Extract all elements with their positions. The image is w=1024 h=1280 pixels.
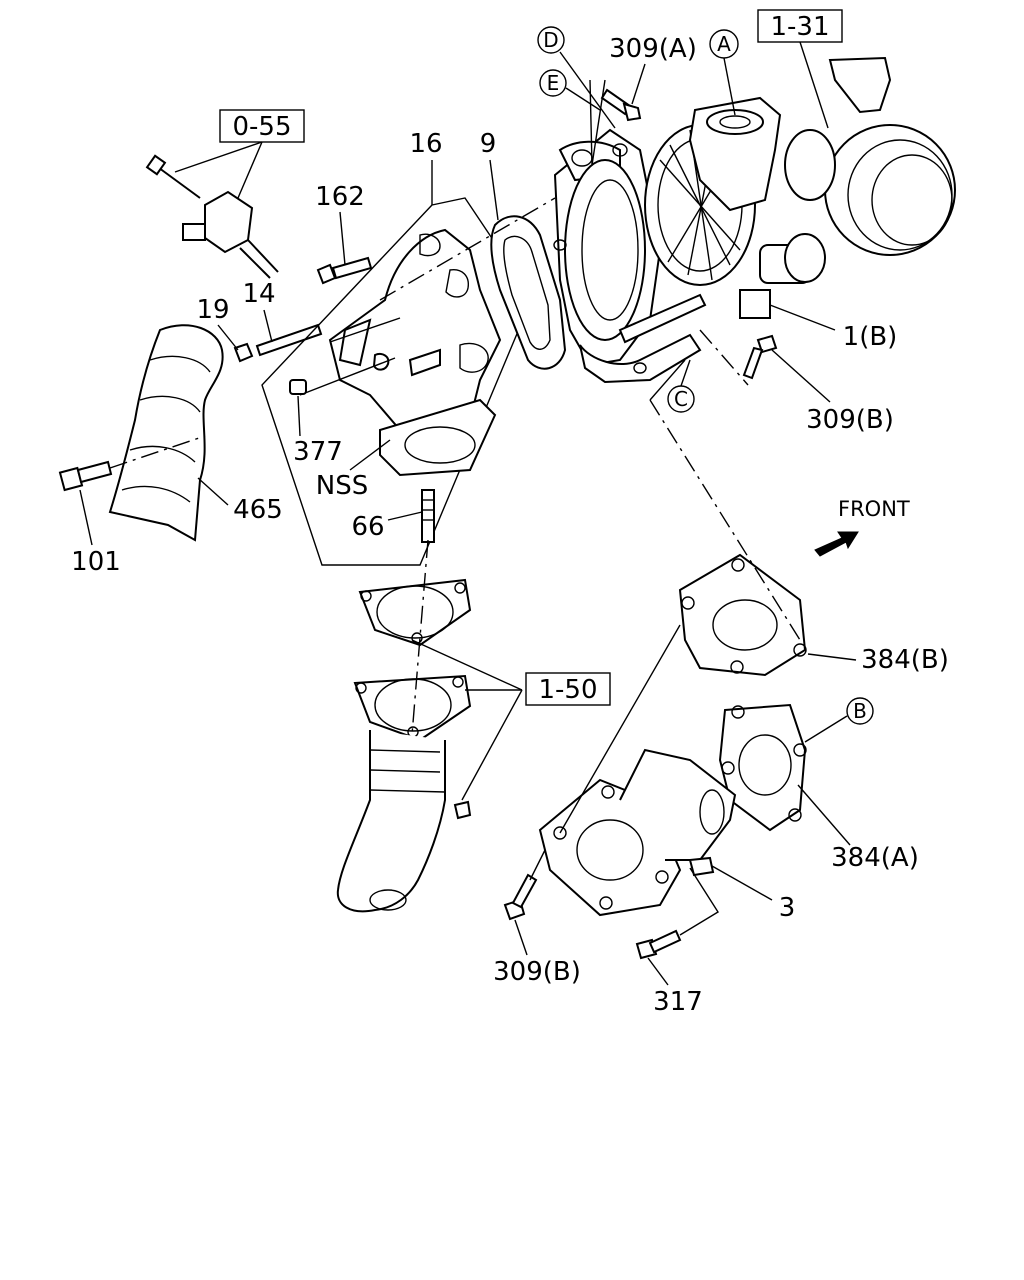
- axis-bolt-309b-top: [699, 329, 749, 386]
- marker-b-label: B: [853, 699, 867, 723]
- marker-d[interactable]: D: [537, 26, 616, 129]
- outlet-housing-part: [261, 197, 533, 566]
- downpipe-part: [336, 674, 472, 913]
- ref-box-1-50[interactable]: 1-50: [525, 672, 611, 706]
- part-label-101[interactable]: 101: [71, 547, 121, 577]
- stud-66-part: [421, 489, 435, 543]
- bolt-309a-part: [600, 88, 642, 122]
- leader-14-to-housing: [329, 317, 401, 343]
- part-label-nss[interactable]: NSS: [316, 471, 368, 501]
- part-label-162[interactable]: 162: [315, 182, 365, 212]
- part-label-3[interactable]: 3: [779, 893, 796, 923]
- part-label-14[interactable]: 14: [242, 279, 275, 309]
- leader-9: [489, 159, 499, 221]
- leader-1b: [769, 304, 836, 331]
- leader-384b: [807, 653, 857, 661]
- dowel-377-part: [289, 379, 307, 395]
- leader-1-31: [799, 41, 829, 129]
- heat-shield-part: [108, 324, 224, 542]
- axis-c-to-384b: [649, 399, 801, 641]
- leader-c-marker: [649, 359, 686, 401]
- leader-1-50-a: [411, 639, 523, 691]
- nut-19-part: [233, 342, 254, 363]
- elbow-3-part: [538, 748, 737, 917]
- marker-e-label: E: [547, 71, 560, 95]
- leader-309b-bottom: [514, 919, 528, 956]
- marker-c[interactable]: C: [667, 359, 695, 413]
- ref-box-1-31[interactable]: 1-31: [757, 9, 843, 43]
- marker-b[interactable]: B: [804, 697, 874, 743]
- bolt-101-part: [58, 460, 113, 492]
- axis-bolt-101: [109, 435, 206, 469]
- leader-377-to-housing: [299, 357, 396, 396]
- leader-19: [217, 324, 239, 351]
- leader-3: [711, 865, 773, 901]
- leader-377: [297, 395, 301, 437]
- part-label-317[interactable]: 317: [653, 987, 703, 1017]
- leader-309b-top: [771, 349, 831, 403]
- stud-14-part: [255, 323, 323, 357]
- turbocharger-part: [553, 96, 826, 384]
- marker-e[interactable]: E: [539, 69, 606, 166]
- leader-bolt-317: [679, 867, 719, 936]
- leader-309a: [631, 63, 646, 105]
- axis-housing-turbine: [379, 197, 556, 301]
- leader-14: [263, 309, 273, 343]
- leader-66: [387, 511, 423, 521]
- leader-384a: [797, 784, 851, 846]
- part-label-384b[interactable]: 384(B): [861, 645, 949, 675]
- part-label-377[interactable]: 377: [293, 437, 343, 467]
- part-label-16[interactable]: 16: [409, 129, 442, 159]
- leader-0-55-b: [237, 141, 263, 199]
- marker-c-label: C: [674, 387, 688, 411]
- part-label-9[interactable]: 9: [480, 129, 497, 159]
- part-label-465[interactable]: 465: [233, 495, 283, 525]
- gasket-384b-part: [678, 553, 807, 677]
- front-label: FRONT: [838, 497, 910, 521]
- ref-box-0-55-label: 0-55: [232, 112, 291, 142]
- part-label-309b-bottom[interactable]: 309(B): [493, 957, 581, 987]
- flange-gasket-upper-part: [358, 578, 472, 647]
- leader-bolt-309b-bottom: [529, 849, 546, 881]
- front-arrow: [814, 531, 859, 557]
- leader-465: [197, 477, 229, 506]
- bolt-309b-top-part: [742, 334, 778, 380]
- gasket-384a-part: [718, 703, 807, 832]
- part-label-309a[interactable]: 309(A): [609, 34, 697, 64]
- part-label-384a[interactable]: 384(A): [831, 843, 919, 873]
- part-label-19[interactable]: 19: [196, 295, 229, 325]
- part-label-1b[interactable]: 1(B): [843, 322, 898, 352]
- bolt-162-part: [316, 256, 373, 285]
- leader-101: [79, 489, 93, 546]
- sensor-part: [145, 154, 279, 279]
- marker-d-label: D: [543, 28, 558, 52]
- part-label-66[interactable]: 66: [351, 512, 384, 542]
- marker-a-label: A: [717, 32, 731, 56]
- ref-box-0-55[interactable]: 0-55: [219, 109, 305, 143]
- leader-162: [339, 211, 346, 266]
- bolt-309b-bottom-part: [503, 873, 538, 921]
- part-label-309b-top[interactable]: 309(B): [806, 405, 894, 435]
- leader-nss: [349, 439, 391, 471]
- leader-1-50-c: [461, 689, 523, 801]
- ref-box-1-31-label: 1-31: [770, 12, 829, 42]
- bolt-317-part: [635, 929, 682, 960]
- leader-317: [647, 957, 669, 986]
- ref-box-1-50-label: 1-50: [538, 675, 597, 705]
- gasket-9-part: [490, 215, 567, 370]
- leader-0-55-a: [174, 141, 263, 173]
- compressor-inlet-part: [784, 56, 956, 256]
- marker-a[interactable]: A: [709, 29, 739, 116]
- axis-elbow-to-384b: [559, 624, 681, 834]
